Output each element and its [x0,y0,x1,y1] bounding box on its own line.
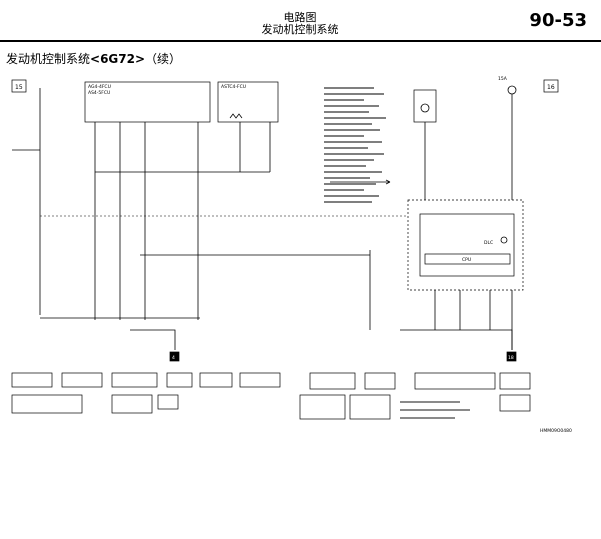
vertical-wires [39,88,513,350]
cpu-label: CPU [462,257,471,263]
ecu-4g-label: AG4-4FCU [88,84,111,90]
fuse-label: 15A [498,76,508,82]
section-title: 发动机控制系统<6G72>（续） [6,50,181,67]
connector-row-2 [11,394,531,420]
header-line2: 发动机控制系统 [261,23,339,36]
header-rule [0,40,601,42]
color-legend [400,401,470,419]
sheet-ref-right: 16 [543,79,559,93]
control-module: CPU DLC [407,199,524,291]
legend-block [317,81,397,213]
ecu-5g-label: AS4-5FCU [88,90,110,96]
section-suffix: （续） [145,52,182,66]
sheet-ref-left: 15 [11,79,27,93]
sheet-ref-left-label: 15 [15,84,23,91]
dlc-label: DLC [484,240,493,246]
page-number: 90-53 [529,10,587,31]
ground-marker-b: 18 [506,351,517,362]
fuse-icon [507,85,517,95]
connector-row-1 [11,372,531,390]
header-line1: 电路图 [283,11,317,24]
ecu-box-top: AG4-4FCU AS4-5FCU [84,81,211,123]
relay [413,89,437,123]
asc-label: ASTC4-FCU [221,84,246,90]
sheet-ref-right-label: 16 [547,84,555,91]
section-title-prefix: 发动机控制系统 [6,52,91,66]
relay-icon [420,103,430,113]
asc-box-top: ASTC4-FCU [217,81,279,123]
ground-label-a: 4 [172,355,175,361]
page-header: 电路图 发动机控制系统 [230,12,370,36]
horizontal-wires [12,149,513,350]
section-model: <6G72> [90,52,146,66]
ground-label-b: 18 [508,355,514,361]
ground-marker-a: 4 [169,351,180,362]
footer-code: HMM09O0480 [540,428,572,434]
fuse: 15A [498,76,517,95]
